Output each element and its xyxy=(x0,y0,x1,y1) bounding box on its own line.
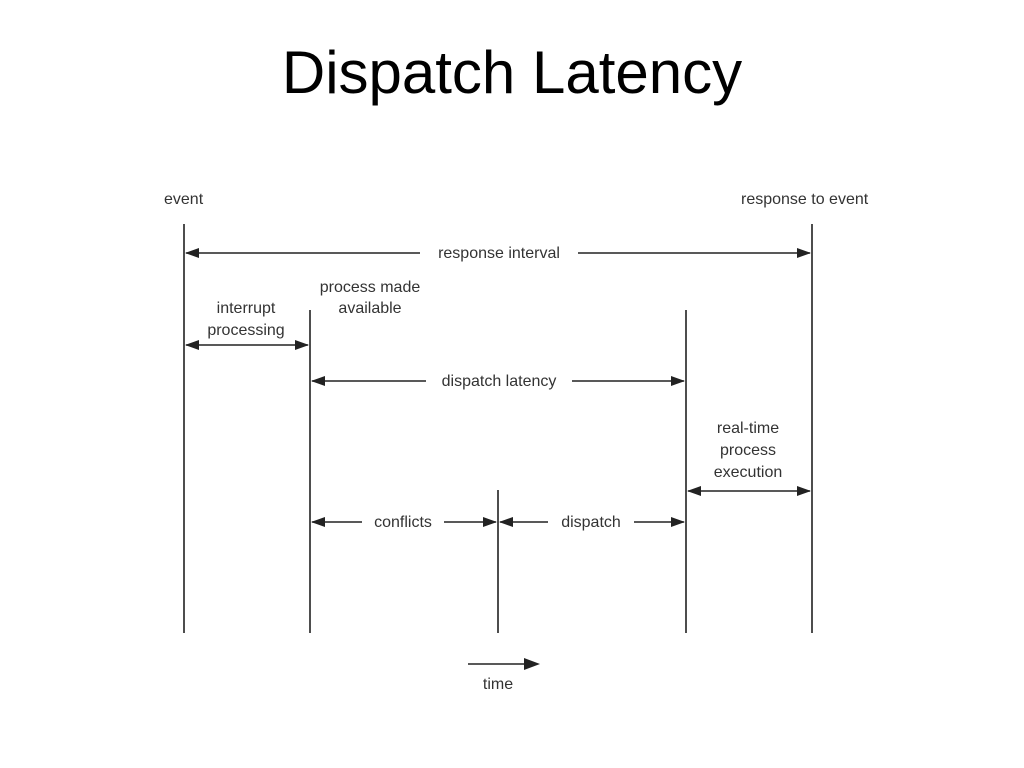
processing-label: processing xyxy=(207,322,284,339)
dispatch-latency-arrowhead-left xyxy=(311,376,325,386)
conflicts-arrowhead-left xyxy=(311,517,325,527)
dispatch-latency-arrowhead-right xyxy=(671,376,685,386)
execution-arrowhead-left xyxy=(687,486,701,496)
interrupt-arrowhead-right xyxy=(295,340,309,350)
process-label: process xyxy=(720,442,776,459)
dispatch-arrowhead-left xyxy=(499,517,513,527)
dispatch-arrowhead-right xyxy=(671,517,685,527)
response-interval-label: response interval xyxy=(438,245,560,262)
event-label: event xyxy=(164,191,204,208)
interrupt-arrowhead-left xyxy=(185,340,199,350)
response-to-event-label: response to event xyxy=(741,191,869,208)
time-arrowhead xyxy=(524,658,540,670)
response-interval-arrowhead-left xyxy=(185,248,199,258)
dispatch-label: dispatch xyxy=(561,514,621,531)
time-label: time xyxy=(483,676,513,693)
conflicts-label: conflicts xyxy=(374,514,432,531)
process-made-label: process made xyxy=(320,279,421,296)
execution-arrowhead-right xyxy=(797,486,811,496)
response-interval-arrowhead-right xyxy=(797,248,811,258)
dispatch-latency-label: dispatch latency xyxy=(442,373,557,390)
slide-title: Dispatch Latency xyxy=(281,39,743,106)
interrupt-label: interrupt xyxy=(217,300,276,317)
execution-label: execution xyxy=(714,464,783,481)
conflicts-arrowhead-right xyxy=(483,517,497,527)
available-label: available xyxy=(338,300,401,317)
real-time-label: real-time xyxy=(717,420,779,437)
